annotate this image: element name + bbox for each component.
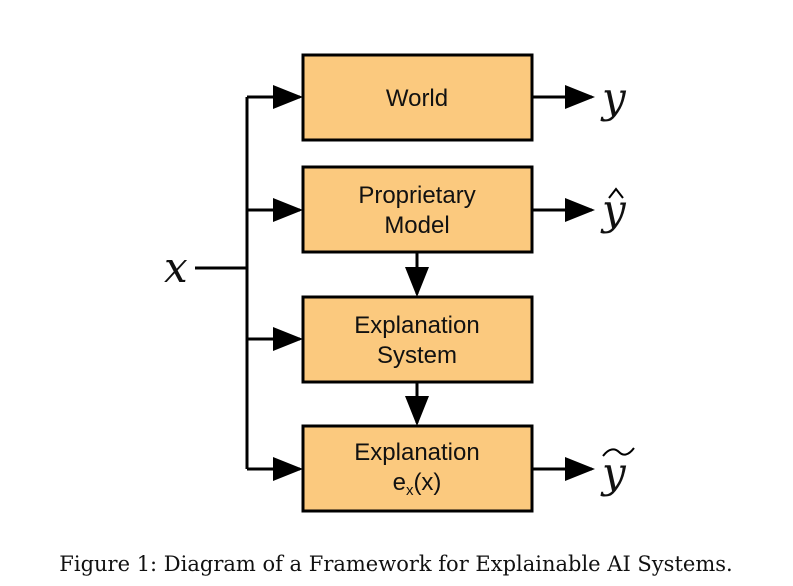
explanation-function-name: e — [393, 469, 406, 496]
figure-caption: Figure 1: Diagram of a Framework for Exp… — [59, 552, 732, 576]
hat-accent — [608, 187, 624, 199]
proprietary-model-box — [301, 165, 534, 254]
explanation-output-label-line1: Explanation — [354, 439, 479, 466]
input-x-label: x — [164, 243, 188, 292]
proprietary-model-label-line2: Model — [384, 212, 449, 239]
explanation-function-subscript: x — [406, 482, 414, 499]
world-label: World — [386, 85, 448, 112]
explanation-system-box — [301, 295, 534, 384]
proprietary-model-label-line1: Proprietary — [358, 182, 475, 209]
world-box — [301, 53, 534, 142]
tilde-accent — [602, 447, 635, 457]
world-output-y-label: y — [600, 73, 627, 122]
explanation-output-y-tilde-label: y — [600, 448, 627, 497]
explanation-function-argument: (x) — [413, 469, 441, 496]
explanation-output-label-line2: ex(x) — [393, 469, 442, 499]
explanation-system-label-line2: System — [377, 342, 457, 369]
explanation-system-label-line1: Explanation — [354, 312, 479, 339]
